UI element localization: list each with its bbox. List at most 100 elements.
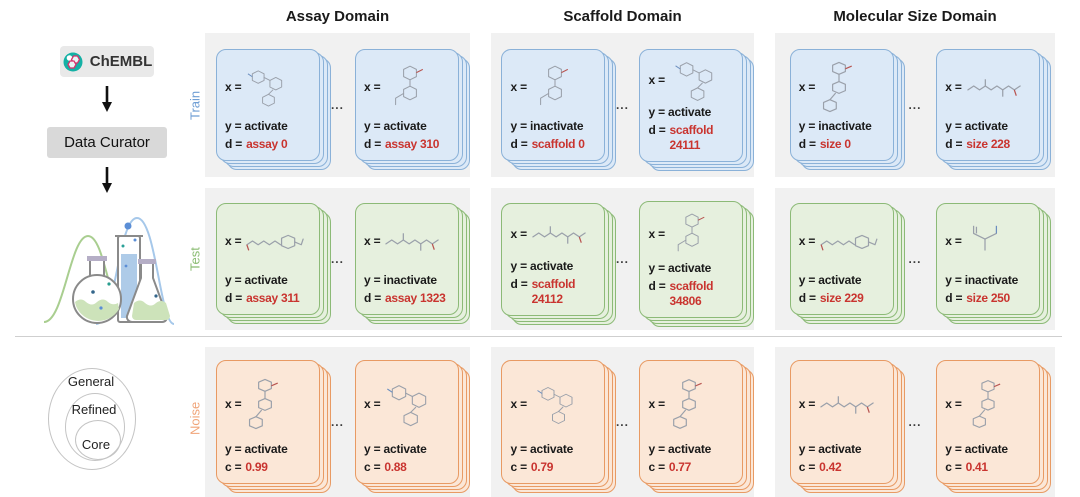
column-header-assay: Assay Domain xyxy=(285,8,390,25)
chembl-logo-icon xyxy=(63,52,83,71)
x-label: x = xyxy=(224,80,242,94)
sample-card: x = y = activate d =scaffold 24111 xyxy=(639,48,755,171)
confidence-value: 0.99 xyxy=(245,460,268,474)
molecule-structure-icon xyxy=(245,227,305,255)
x-label: x = xyxy=(363,397,381,411)
panel-scaffold-train: x = y = inactivate d =scaffold 0 ... x =… xyxy=(491,33,755,177)
domain-key: d = xyxy=(945,291,963,305)
domain-value: size 229 xyxy=(819,291,864,305)
section-divider xyxy=(15,336,1062,337)
molecule-structure-icon xyxy=(966,222,1004,260)
molecule-structure-icon xyxy=(819,228,879,254)
down-arrow-icon xyxy=(102,86,112,112)
molecule-structure-icon xyxy=(245,376,285,432)
domain-key: d = xyxy=(510,276,528,291)
molecule-structure-icon xyxy=(819,59,859,115)
y-value: y = activate xyxy=(363,442,427,456)
y-value: y = inactivate xyxy=(510,119,584,133)
venn-label-core: Core xyxy=(81,437,111,452)
x-label: x = xyxy=(648,397,665,411)
domain-value: scaffold 24111 xyxy=(669,122,714,152)
domain-value: assay 311 xyxy=(246,291,300,305)
ellipsis: ... xyxy=(908,252,922,266)
x-label: x = xyxy=(224,397,242,411)
x-label: x = xyxy=(798,397,816,411)
molecule-structure-icon xyxy=(384,63,436,111)
sample-card: x = y = inactivate d =scaffold 0 xyxy=(501,49,617,170)
x-label: x = xyxy=(945,397,962,411)
y-value: y = activate xyxy=(510,442,574,456)
domain-key: d = xyxy=(798,137,816,151)
ellipsis: ... xyxy=(615,415,629,429)
confidence-key: c = xyxy=(224,460,242,474)
molecule-structure-icon xyxy=(245,62,289,112)
ellipsis: ... xyxy=(908,415,922,429)
sample-card: x = y = activate c =0.99 xyxy=(215,360,331,493)
domain-value: scaffold 24112 xyxy=(531,276,576,306)
ellipsis: ... xyxy=(615,98,629,112)
panel-assay-train: x = y = activate d =assay 0 ... x = y = … xyxy=(205,33,470,177)
domain-value: size 250 xyxy=(966,291,1010,305)
x-label: x = xyxy=(510,397,527,411)
x-label: x = xyxy=(945,234,962,248)
y-value: y = activate xyxy=(648,104,712,119)
flask-illustration-icon xyxy=(43,216,175,325)
y-value: y = inactivate xyxy=(363,273,437,287)
y-value: y = inactivate xyxy=(798,119,872,133)
sample-card: x = y = activate d =size 229 xyxy=(789,203,905,324)
ellipsis: ... xyxy=(615,252,629,266)
sample-card: x = y = activate c =0.79 xyxy=(501,360,617,493)
confidence-key: c = xyxy=(945,460,962,474)
y-value: y = activate xyxy=(945,442,1008,456)
confidence-value: 0.42 xyxy=(819,460,842,474)
molecule-structure-icon xyxy=(384,380,434,428)
molecule-structure-icon xyxy=(531,62,579,112)
chembl-label: ChEMBL xyxy=(89,53,153,70)
domain-key: d = xyxy=(648,122,666,137)
x-label: x = xyxy=(510,226,527,241)
row-label-test: Test xyxy=(187,247,203,271)
domain-value: assay 0 xyxy=(246,137,288,151)
domain-value: assay 1323 xyxy=(385,291,446,305)
ellipsis: ... xyxy=(330,98,344,112)
domain-key: d = xyxy=(363,137,382,151)
molecule-structure-icon xyxy=(669,377,709,431)
confidence-key: c = xyxy=(510,460,527,474)
y-value: y = activate xyxy=(945,119,1008,133)
column-header-molecular-size: Molecular Size Domain xyxy=(833,8,997,25)
venn-label-general: General xyxy=(67,374,115,389)
confidence-key: c = xyxy=(363,460,381,474)
domain-key: d = xyxy=(510,137,528,151)
domain-key: d = xyxy=(224,291,243,305)
molecule-structure-icon xyxy=(966,378,1010,430)
ellipsis: ... xyxy=(330,415,344,429)
domain-key: d = xyxy=(945,137,963,151)
sample-card: x = y = inactivate d =size 250 xyxy=(936,203,1052,324)
sample-card: x = y = activate c =0.77 xyxy=(639,360,755,493)
sample-card: x = y = activate d =assay 311 xyxy=(215,203,331,324)
y-value: y = activate xyxy=(224,119,288,133)
y-value: y = activate xyxy=(224,273,288,287)
confidence-value: 0.79 xyxy=(530,460,554,474)
venn-circle-refined xyxy=(65,393,125,461)
y-value: y = activate xyxy=(648,442,712,456)
sample-card: x = y = inactivate d =assay 1323 xyxy=(354,203,470,324)
venn-circle-core xyxy=(75,420,121,460)
panel-size-noise: x = y = activate c =0.42 ... x = y = act… xyxy=(775,347,1055,497)
confidence-value: 0.77 xyxy=(668,460,692,474)
data-curator-box: Data Curator xyxy=(47,127,167,158)
y-value: y = activate xyxy=(648,260,712,275)
x-label: x = xyxy=(798,234,816,248)
sample-card: x = y = inactivate d =size 0 xyxy=(789,49,905,170)
panel-size-train: x = y = inactivate d =size 0 ... x = y =… xyxy=(775,33,1055,177)
domain-value: size 228 xyxy=(966,137,1010,151)
panel-assay-noise: x = y = activate c =0.99 ... x = y = act… xyxy=(205,347,470,497)
panel-scaffold-noise: x = y = activate c =0.79 ... x = y = act… xyxy=(491,347,755,497)
sample-card: x = y = activate d =scaffold 24112 xyxy=(501,202,617,325)
x-label: x = xyxy=(510,80,527,94)
panel-scaffold-test: x = y = activate d =scaffold 24112 ... x… xyxy=(491,188,755,330)
data-curator-label: Data Curator xyxy=(64,134,150,151)
x-label: x = xyxy=(648,72,665,87)
x-label: x = xyxy=(224,234,242,248)
